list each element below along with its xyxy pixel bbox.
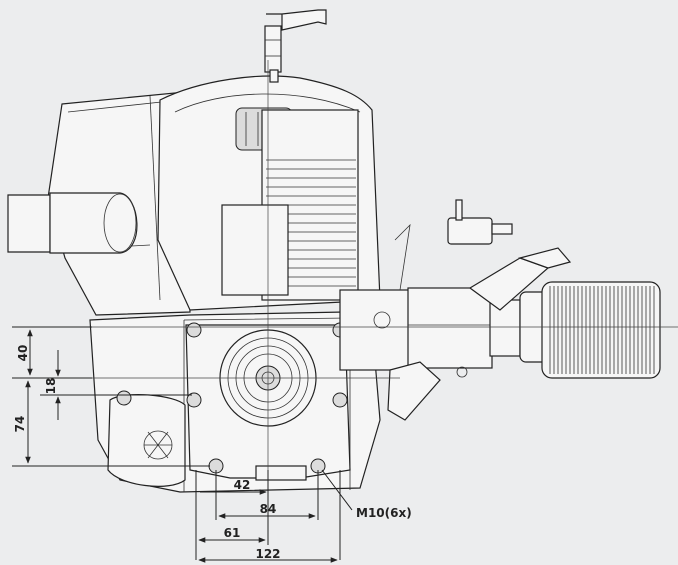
dim-18-label: 18 xyxy=(44,378,58,395)
dim-84-label: 84 xyxy=(260,502,277,516)
dim-122-label: 122 xyxy=(255,547,280,561)
dim-40-label: 40 xyxy=(16,345,30,362)
dim-74-label: 74 xyxy=(13,416,27,433)
dim-61-label: 61 xyxy=(224,526,241,540)
cylinder-fins xyxy=(221,109,359,301)
carburetor xyxy=(339,199,572,421)
exhaust-outlet xyxy=(7,192,138,254)
spark-plug-cap xyxy=(264,9,327,83)
dimensions xyxy=(12,326,353,563)
recoil-starter xyxy=(107,393,186,487)
thread-callout-label: M10(6x) xyxy=(356,506,412,520)
air-filter xyxy=(519,281,661,379)
dim-42-label: 42 xyxy=(234,478,251,492)
